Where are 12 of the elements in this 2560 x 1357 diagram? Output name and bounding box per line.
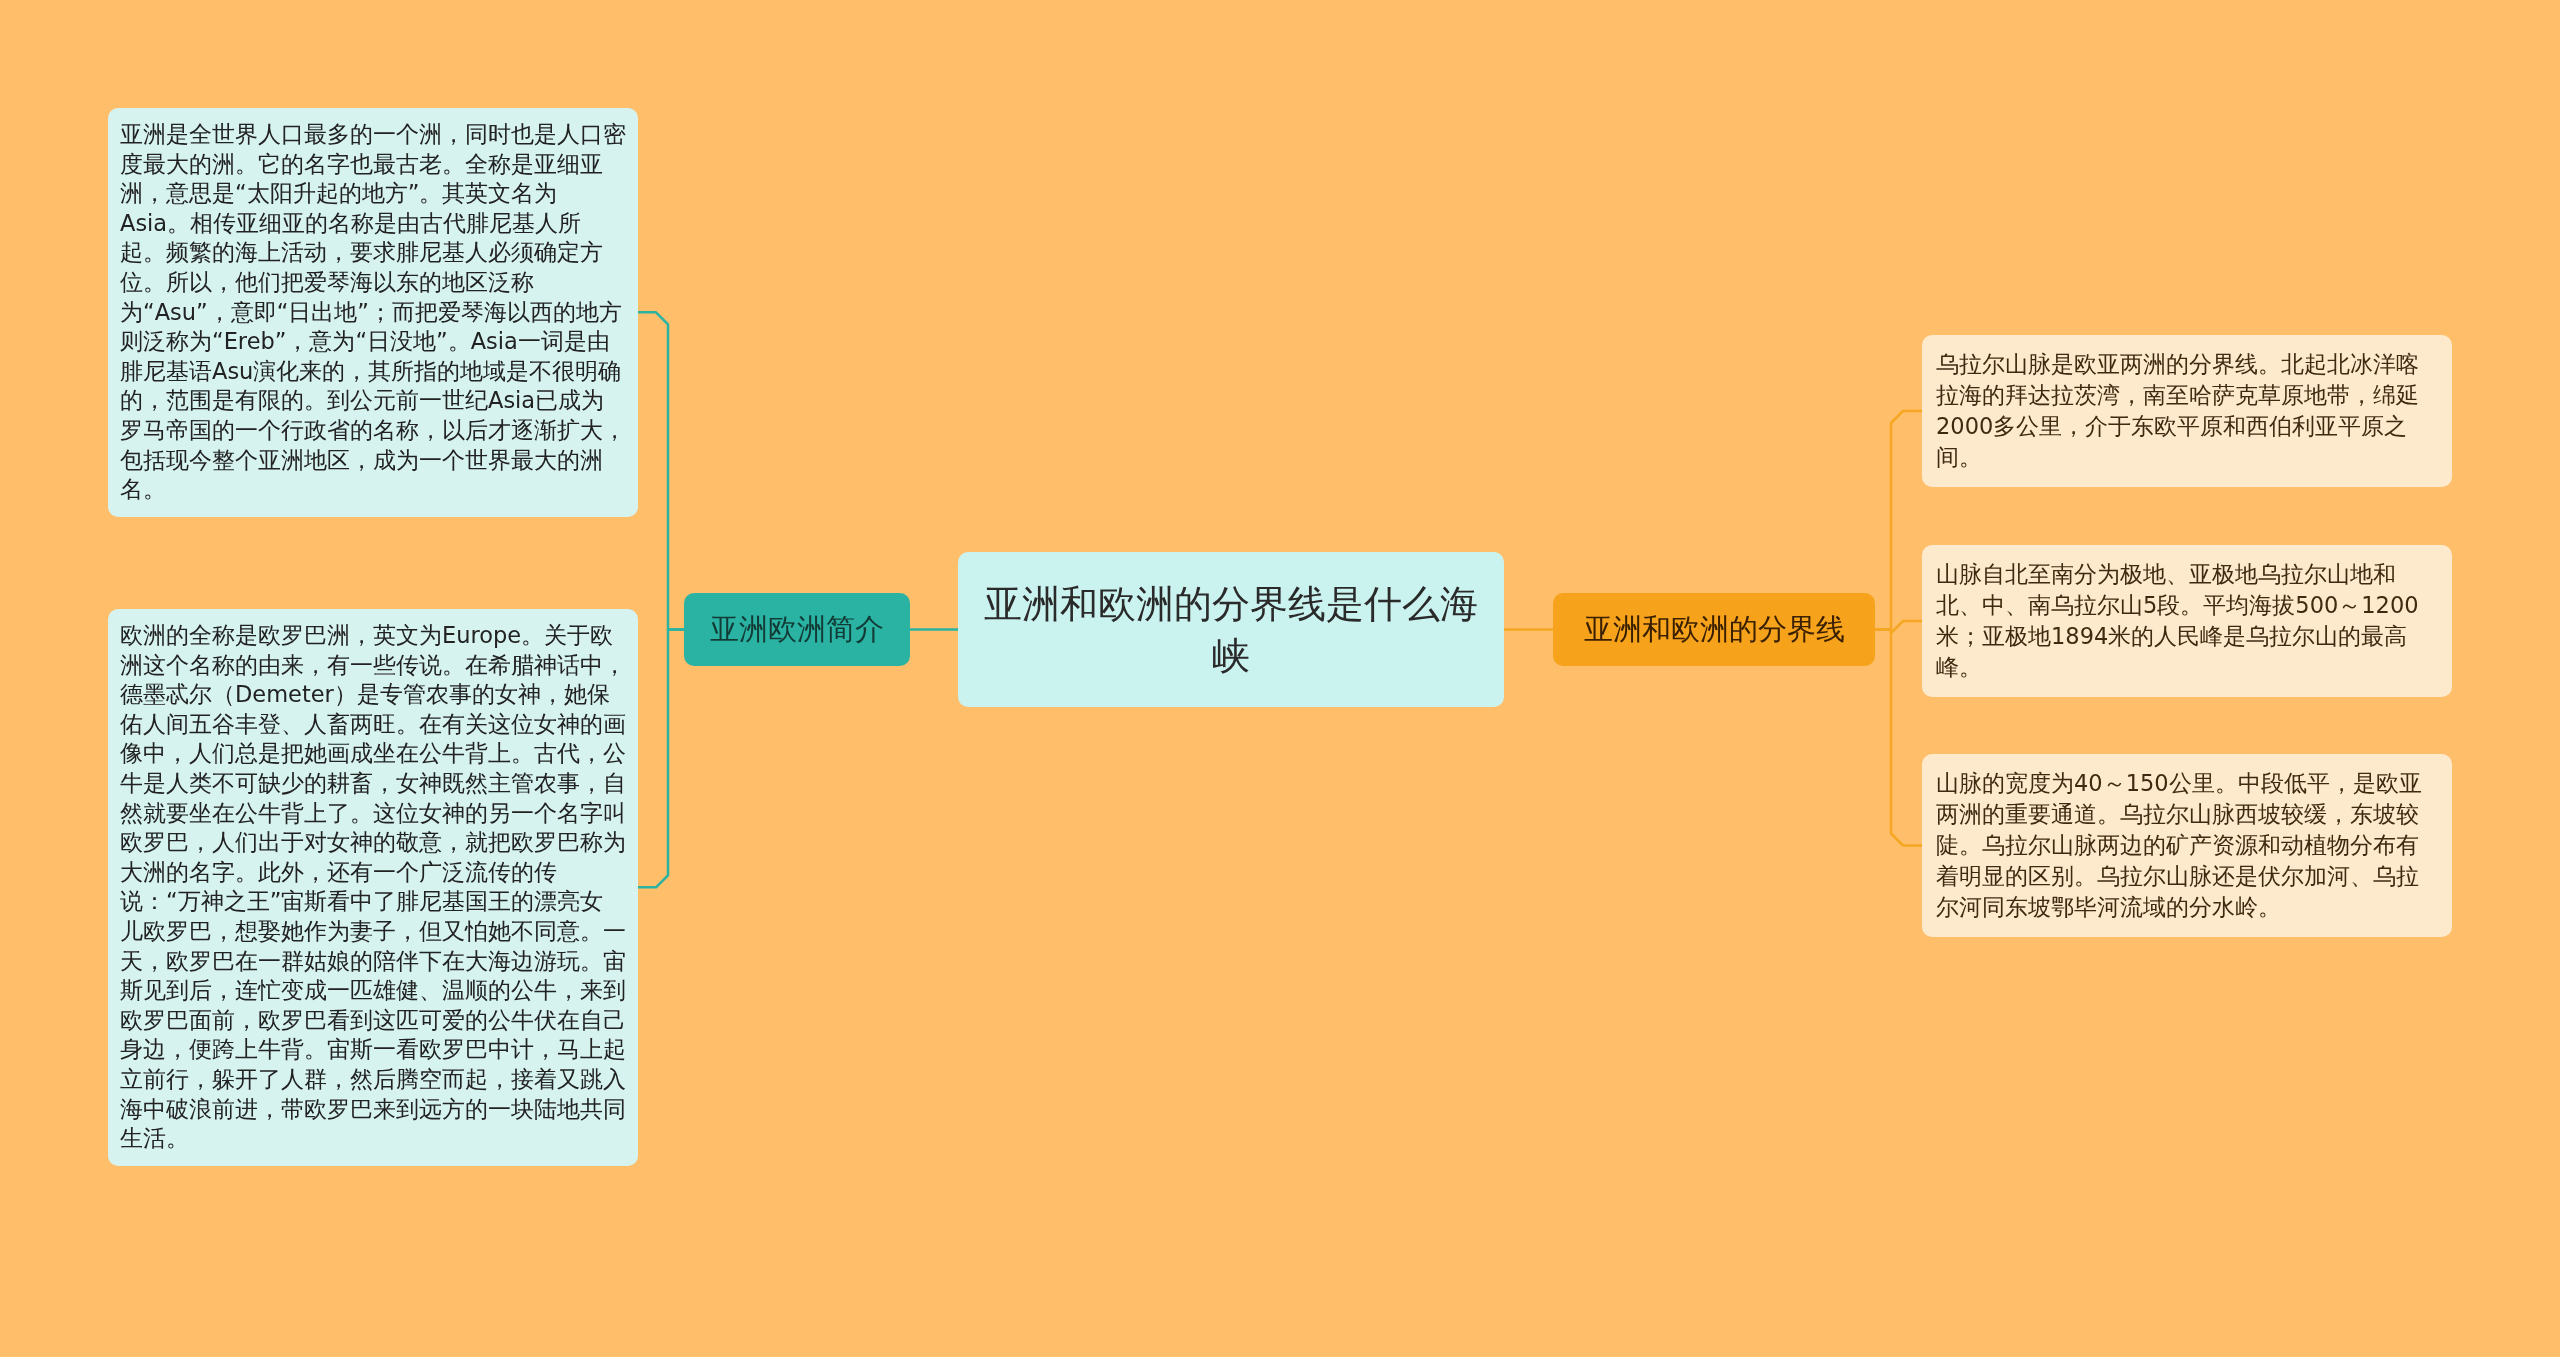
text-card: 亚洲是全世界人口最多的一个洲，同时也是人口密度最大的洲。它的名字也最古老。全称是亚细亚洲，意思是“太阳升起的地方”。其英文名为Asia。相传亚细亚的名称是由古代腓尼基人所起。频繁的海上活动，要求腓尼基人必须确定方位。所以，他们把爱琴海以东的地区泛称为“Asu”，意即“日出地”；而把爱琴海以西的地方则泛称为“Ereb”，意为“日没地”。Asia一词是由腓尼基语Asu演化来的，其所指的地域是不很明确的，范围是有限的。到公元前一世纪Asia已成为罗马帝国的一个行政省的名称，以后才逐渐扩大，包括现今整个亚洲地区，成为一个世界最大的洲名。 xyxy=(108,108,638,517)
connector-line xyxy=(1504,628,1553,631)
text-card: 山脉自北至南分为极地、亚极地乌拉尔山地和北、中、南乌拉尔山5段。平均海拔500～1200米；亚极地1894米的人民峰是乌拉尔山的最高峰。 xyxy=(1922,545,2452,697)
text-card: 欧洲的全称是欧罗巴洲，英文为Europe。关于欧洲这个名称的由来，有一些传说。在希腊神话中，德墨忒尔（Demeter）是专管农事的女神，她保佑人间五谷丰登、人畜两旺。在有关这位女神的画像中，人们总是把她画成坐在公牛背上。古代，公牛是人类不可缺少的耕畜，女神既然主管农事，自然就要坐在公牛背上了。这位女神的另一个名字叫欧罗巴，人们出于对女神的敬意，就把欧罗巴称为大洲的名字。此外，还有一个广泛流传的传说：“万神之王”宙斯看中了腓尼基国王的漂亮女儿欧罗巴，想娶她作为妻子，但又怕她不同意。一天，欧罗巴在一群姑娘的陪伴下在大海边游玩。宙斯见到后，连忙变成一匹雄健、温顺的公牛，来到欧罗巴面前，欧罗巴看到这匹可爱的公牛伏在自己身边，便跨上牛背。宙斯一看欧罗巴中计，马上起立前行，躲开了人群，然后腾空而起，接着又跳入海中破浪前进，带欧罗巴来到远方的一块陆地共同生活。 xyxy=(108,609,638,1166)
branch-box: 亚洲和欧洲的分界线 xyxy=(1553,593,1875,666)
text-card: 乌拉尔山脉是欧亚两洲的分界线。北起北冰洋喀拉海的拜达拉茨湾，南至哈萨克草原地带，绵延2000多公里，介于东欧平原和西伯利亚平原之间。 xyxy=(1922,335,2452,487)
connector-line xyxy=(638,628,684,889)
text-card: 山脉的宽度为40～150公里。中段低平，是欧亚两洲的重要通道。乌拉尔山脉西坡较缓，东坡较陡。乌拉尔山脉两边的矿产资源和动植物分布有着明显的区别。乌拉尔山脉还是伏尔加河、乌拉尔河同东坡鄂毕河流域的分水岭。 xyxy=(1922,754,2452,937)
connector-line xyxy=(910,628,958,631)
connector-line xyxy=(1875,628,1922,847)
branch-box: 亚洲欧洲简介 xyxy=(684,593,910,666)
topic-box: 亚洲和欧洲的分界线是什么海峡 xyxy=(958,552,1504,707)
